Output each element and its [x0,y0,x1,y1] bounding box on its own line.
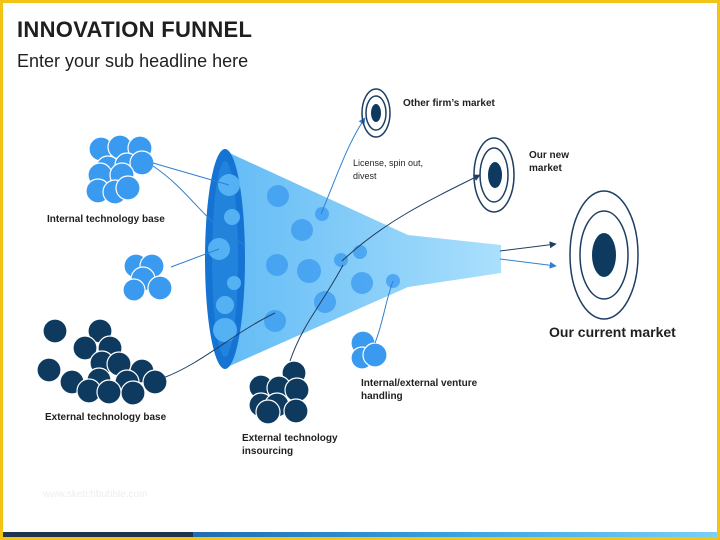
external-insourcing-cluster [248,360,310,425]
slide-subtitle: Enter your sub headline here [17,51,249,71]
innovation-funnel-diagram: Internal technology base [36,88,676,457]
footer-bar-gradient [193,532,717,537]
footer-bar-dark [3,532,193,537]
footer-bar [3,532,717,537]
other-market-target [361,88,391,138]
arrow-new-market [341,174,481,262]
slide-title: INNOVATION FUNNEL [17,17,253,42]
connector-venture [374,280,394,344]
current-market-label: Our current market [549,324,676,340]
internal-tech-base-label: Internal technology base [47,214,165,225]
arrow-current-market-2 [499,258,557,269]
license-label-1: License, spin out, [353,158,423,168]
venture-handling-cluster [350,330,388,370]
external-tech-base-label: External technology base [45,412,167,423]
venture-handling-label-2: handling [361,391,403,402]
funnel-body [225,151,501,368]
current-market-target [569,190,639,320]
connector-middle [170,248,220,268]
connector-lines [152,117,557,379]
funnel-bubbles [264,185,400,332]
external-insourcing-label-1: External technology [242,433,338,444]
arrow-current-market-1 [499,241,557,252]
arrow-other-market [320,117,366,215]
connector-external [162,312,276,379]
external-insourcing-label-2: insourcing [242,446,293,457]
venture-handling-label-1: Internal/external venture [361,378,478,389]
other-market-label: Other firm’s market [403,98,496,109]
watermark: www.sketchbubble.com [43,489,148,500]
new-market-label-1: Our new [529,150,569,161]
internal-tech-base-cluster [85,134,155,205]
new-market-target [473,137,515,213]
external-tech-base-cluster [36,318,168,406]
license-label-2: divest [353,171,377,181]
connector-internal-2 [152,165,246,246]
new-market-label-2: market [529,163,562,174]
connector-internal [152,162,230,186]
middle-light-cluster [122,253,173,302]
connector-insourcing [289,264,344,362]
